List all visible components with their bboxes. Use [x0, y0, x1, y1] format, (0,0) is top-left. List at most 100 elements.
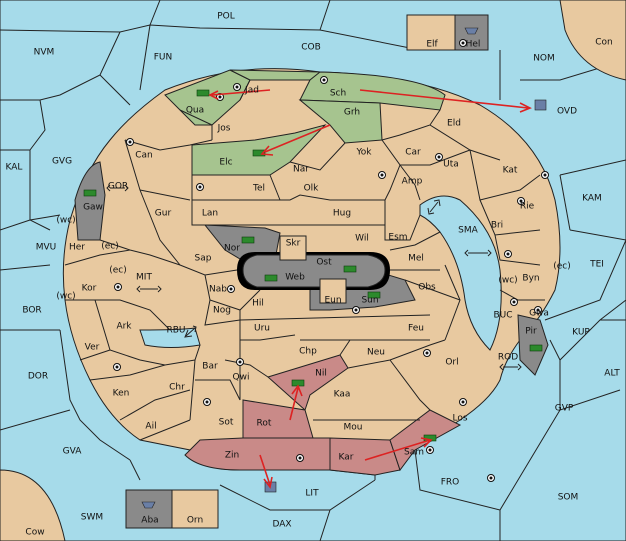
label-Wil: Wil [355, 234, 369, 244]
label-Grh: Grh [344, 108, 360, 118]
label-Esm: Esm [388, 233, 407, 243]
land-aba [125, 489, 173, 529]
land-gaw [74, 161, 106, 241]
label-Olk: Olk [304, 184, 320, 194]
units [83, 27, 547, 509]
label-TEI: TEI [589, 260, 604, 270]
label-Uru: Uru [254, 324, 270, 334]
label-wc3: (wc) [498, 276, 517, 286]
army-unit-icon[interactable] [252, 149, 266, 157]
label-Car: Car [405, 148, 421, 158]
label-Kar: Kar [339, 453, 354, 463]
label-wc1: (wc) [56, 216, 75, 226]
label-BOR: BOR [22, 306, 41, 316]
label-Ark: Ark [116, 322, 132, 332]
label-Nog: Nog [213, 306, 231, 316]
label-Obs: Obs [418, 283, 436, 293]
label-OVD: OVD [557, 107, 577, 117]
sea-labels: POL NVM FUN COB NOM Con OVD KAL GVG GOR … [6, 12, 621, 538]
label-Pir: Pir [525, 327, 537, 337]
label-Eun: Eun [324, 296, 341, 306]
land-orn [171, 489, 219, 529]
label-Elf: Elf [426, 40, 438, 50]
land-labels: Jad Sch Qua Jos Grh Eld Can Elc Nar Yok … [56, 86, 570, 463]
fleet-unit-icon[interactable] [534, 99, 547, 111]
label-Hil: Hil [252, 299, 264, 309]
label-Nab: Nab [209, 285, 227, 295]
label-DAX: DAX [272, 520, 291, 530]
label-KUP: KUP [572, 328, 590, 338]
label-Ver: Ver [85, 343, 100, 353]
army-unit-icon[interactable] [196, 89, 210, 97]
land-skr [279, 235, 307, 261]
label-ec3: (ec) [553, 262, 571, 272]
label-Uta: Uta [443, 160, 459, 170]
order-arrows [208, 89, 532, 489]
label-NOM: NOM [533, 54, 555, 64]
label-Neu: Neu [367, 348, 385, 358]
label-Ail: Ail [145, 422, 156, 432]
land-borders [64, 79, 545, 441]
land-kar [329, 437, 401, 476]
label-Ost: Ost [316, 258, 332, 268]
label-Cow: Cow [25, 528, 44, 538]
label-RBU: RBU [166, 326, 185, 336]
label-Gur: Gur [155, 209, 172, 219]
label-Kat: Kat [503, 166, 518, 176]
label-Ken: Ken [113, 389, 130, 399]
label-MIT: MIT [136, 273, 152, 283]
label-SWM: SWM [81, 513, 103, 523]
label-Nar: Nar [293, 165, 309, 175]
label-FUN: FUN [154, 53, 173, 63]
land-elf [406, 14, 456, 51]
land-nil [267, 354, 349, 411]
label-GVP: GVP [555, 404, 574, 414]
label-Jad: Jad [244, 86, 259, 96]
label-Her: Her [69, 243, 85, 253]
label-Orl: Orl [445, 358, 458, 368]
label-FRO: FRO [441, 478, 460, 488]
label-ec2: (ec) [109, 266, 127, 276]
army-unit-icon[interactable] [264, 274, 278, 282]
label-ALT: ALT [604, 369, 620, 379]
label-Bar: Bar [202, 362, 218, 372]
army-unit-icon[interactable] [343, 265, 357, 273]
label-Gwa: Gwa [529, 309, 549, 319]
label-Qua: Qua [186, 106, 204, 116]
army-unit-icon[interactable] [241, 236, 255, 244]
label-GVA: GVA [63, 447, 83, 457]
land-eun [319, 278, 347, 304]
label-Chr: Chr [169, 383, 185, 393]
label-Rot: Rot [257, 419, 272, 429]
label-NVM: NVM [34, 48, 55, 58]
fleet-unit-icon[interactable] [464, 27, 479, 35]
label-Sam: Sam [404, 448, 424, 458]
label-DOR: DOR [28, 372, 48, 382]
label-Tel: Tel [252, 184, 265, 194]
fleet-unit-icon[interactable] [141, 501, 156, 509]
label-SMA: SMA [458, 226, 478, 236]
label-MVU: MVU [36, 243, 57, 253]
label-Mel: Mel [408, 254, 424, 264]
label-BUC: BUC [493, 311, 512, 321]
army-unit-icon[interactable] [83, 189, 97, 197]
label-Kor: Kor [82, 284, 97, 294]
label-Chp: Chp [299, 347, 317, 357]
army-unit-icon[interactable] [529, 344, 543, 352]
label-Sap: Sap [195, 254, 212, 264]
army-unit-icon[interactable] [367, 291, 381, 299]
label-Feu: Feu [408, 324, 424, 334]
label-Yok: Yok [355, 148, 372, 158]
label-Nor: Nor [224, 244, 240, 254]
label-Gaw: Gaw [83, 203, 103, 213]
label-Hel: Hel [466, 40, 481, 50]
label-Zin: Zin [225, 451, 239, 461]
label-ec1: (ec) [101, 242, 119, 252]
label-Sch: Sch [330, 89, 346, 99]
label-Orn: Orn [187, 516, 203, 526]
label-GVG: GVG [52, 157, 72, 167]
label-KAM: KAM [582, 194, 602, 204]
label-Qwi: Qwi [233, 373, 250, 383]
label-Amp: Amp [402, 177, 423, 187]
